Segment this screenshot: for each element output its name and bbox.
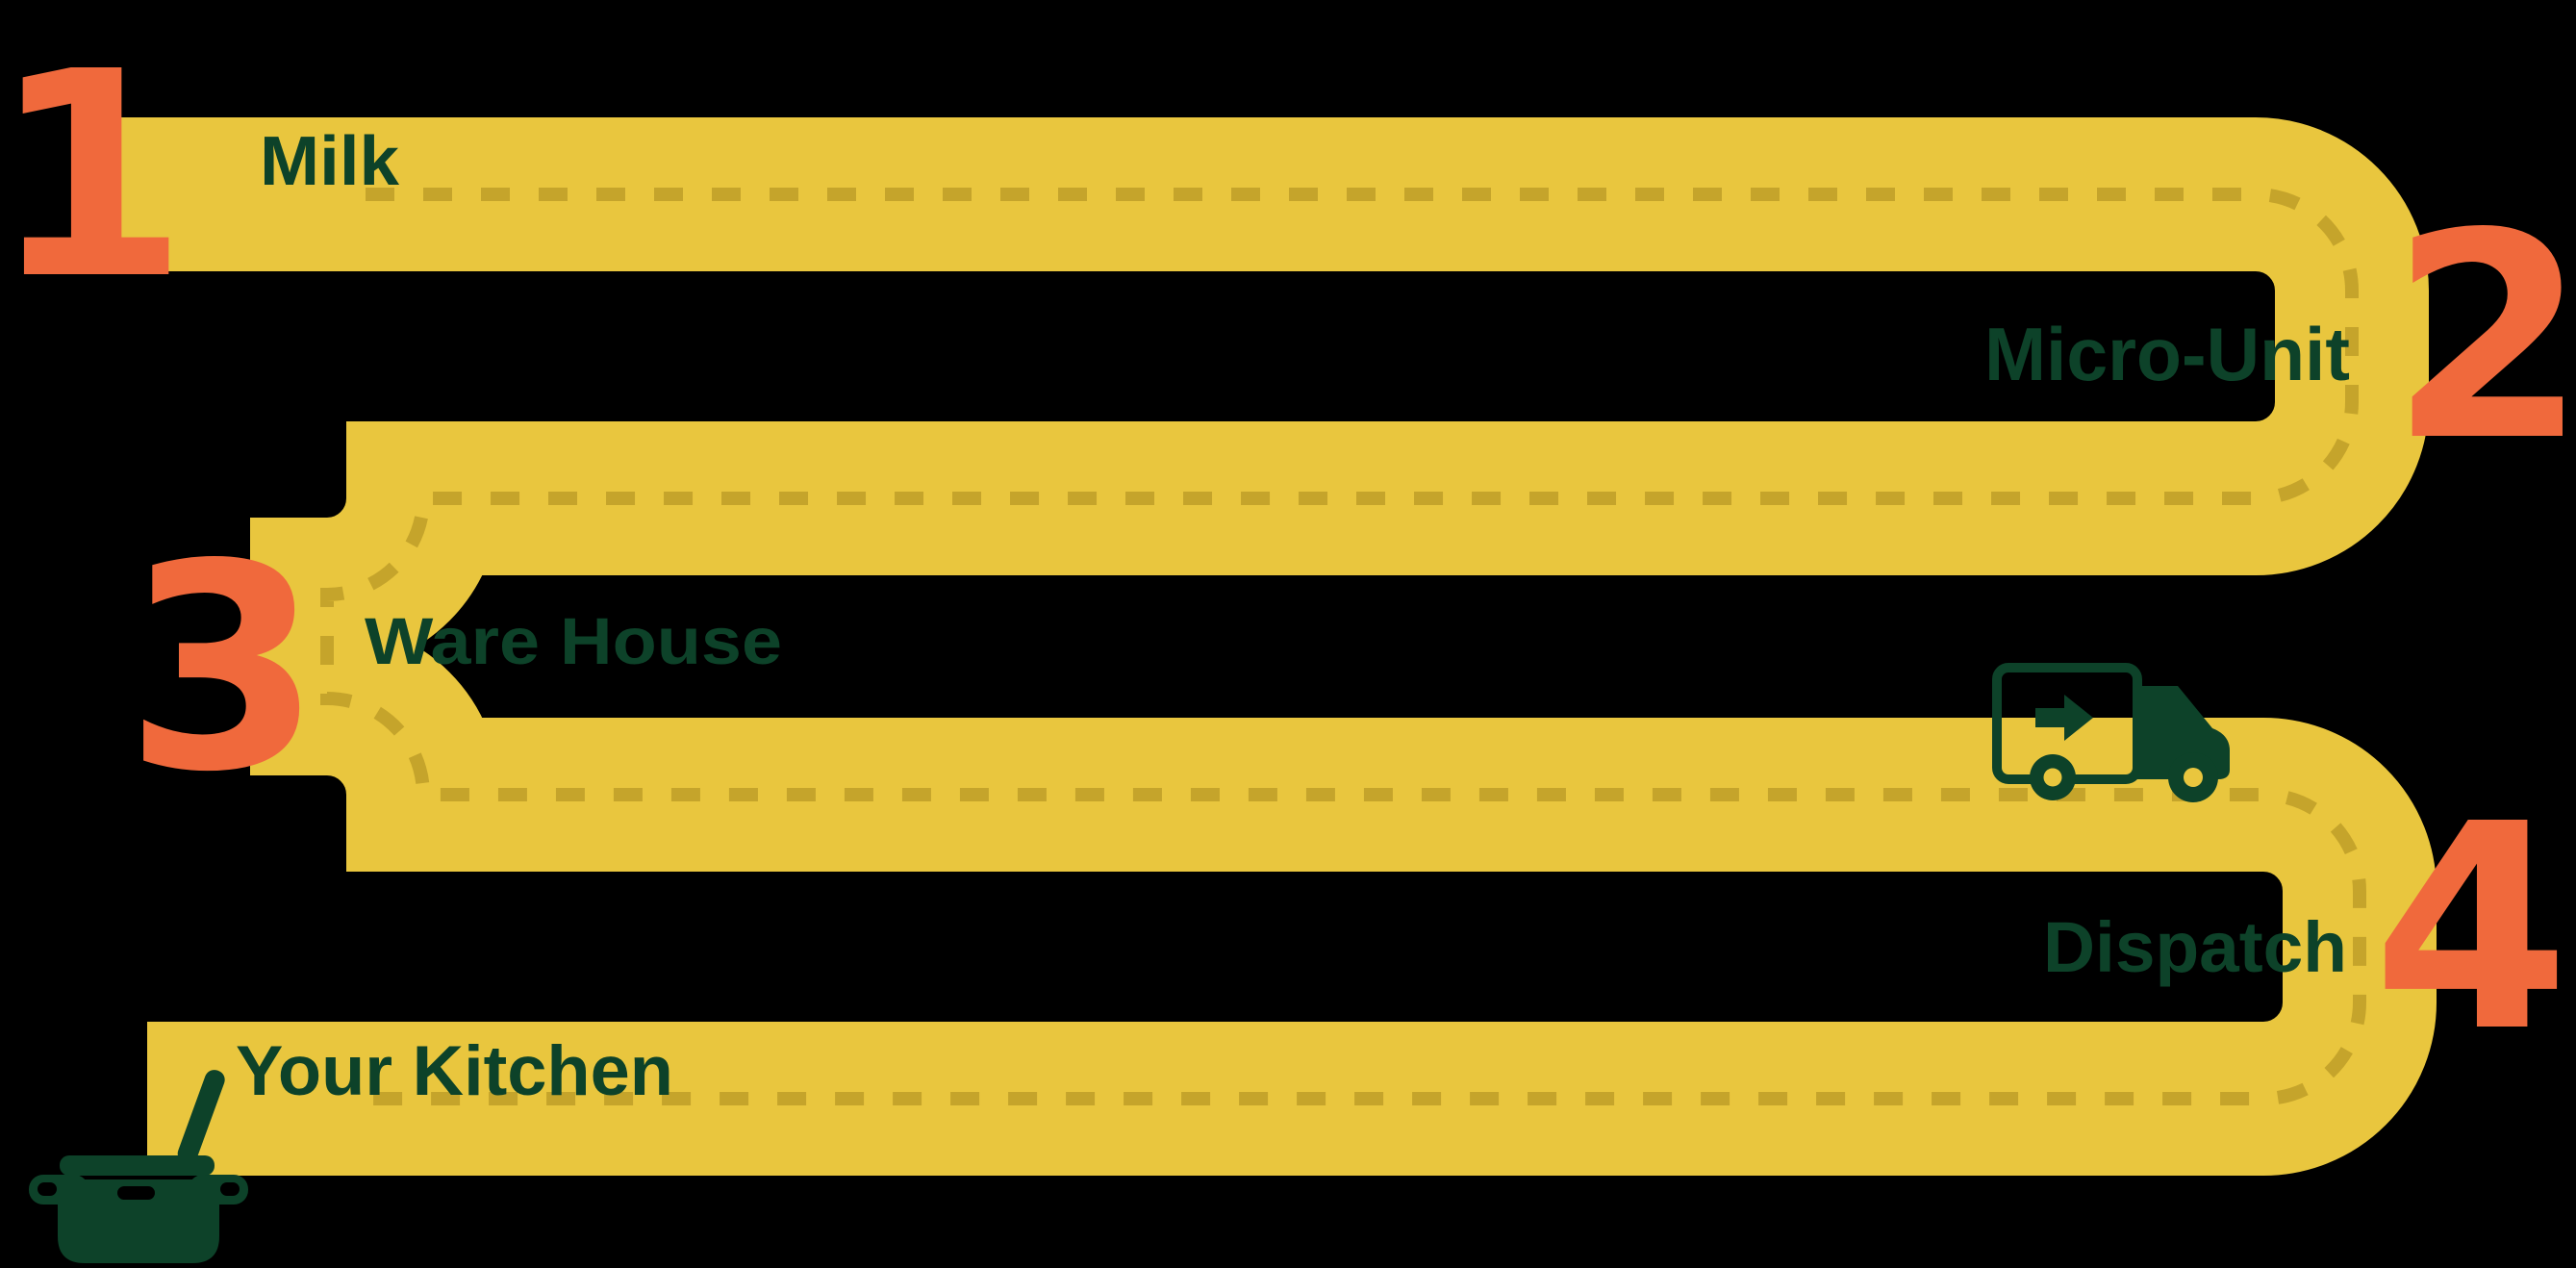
truck-arrow-glyph [2035,695,2093,741]
truck-front-wheel-hub [2184,768,2203,787]
step-label-milk: Milk [260,123,400,200]
step-number-2: 2 [2389,172,2576,503]
cooking-pot-icon [29,1070,248,1263]
step-label-micro-unit: Micro-Unit [1984,312,2350,396]
step-label-dispatch: Dispatch [2043,907,2347,987]
pot-body-slot [117,1186,155,1200]
step-number-3: 3 [124,503,321,834]
road-center-dashed-line [320,188,2366,1105]
pot-left-handle-hole [38,1182,57,1196]
pot-ladle-handle [177,1070,225,1164]
delivery-truck-icon [1992,663,2230,802]
step-number-4: 4 [2372,763,2569,1094]
pot-body [58,1179,219,1263]
pot-right-handle-hole [220,1182,240,1196]
truck-cab [2137,686,2230,779]
destination-label-your-kitchen: Your Kitchen [236,1032,673,1110]
pot-rim [60,1155,215,1176]
step-number-1: 1 [0,11,189,342]
truck-rear-wheel-hub [2043,768,2062,787]
step-label-ware-house: Ware House [365,604,782,678]
